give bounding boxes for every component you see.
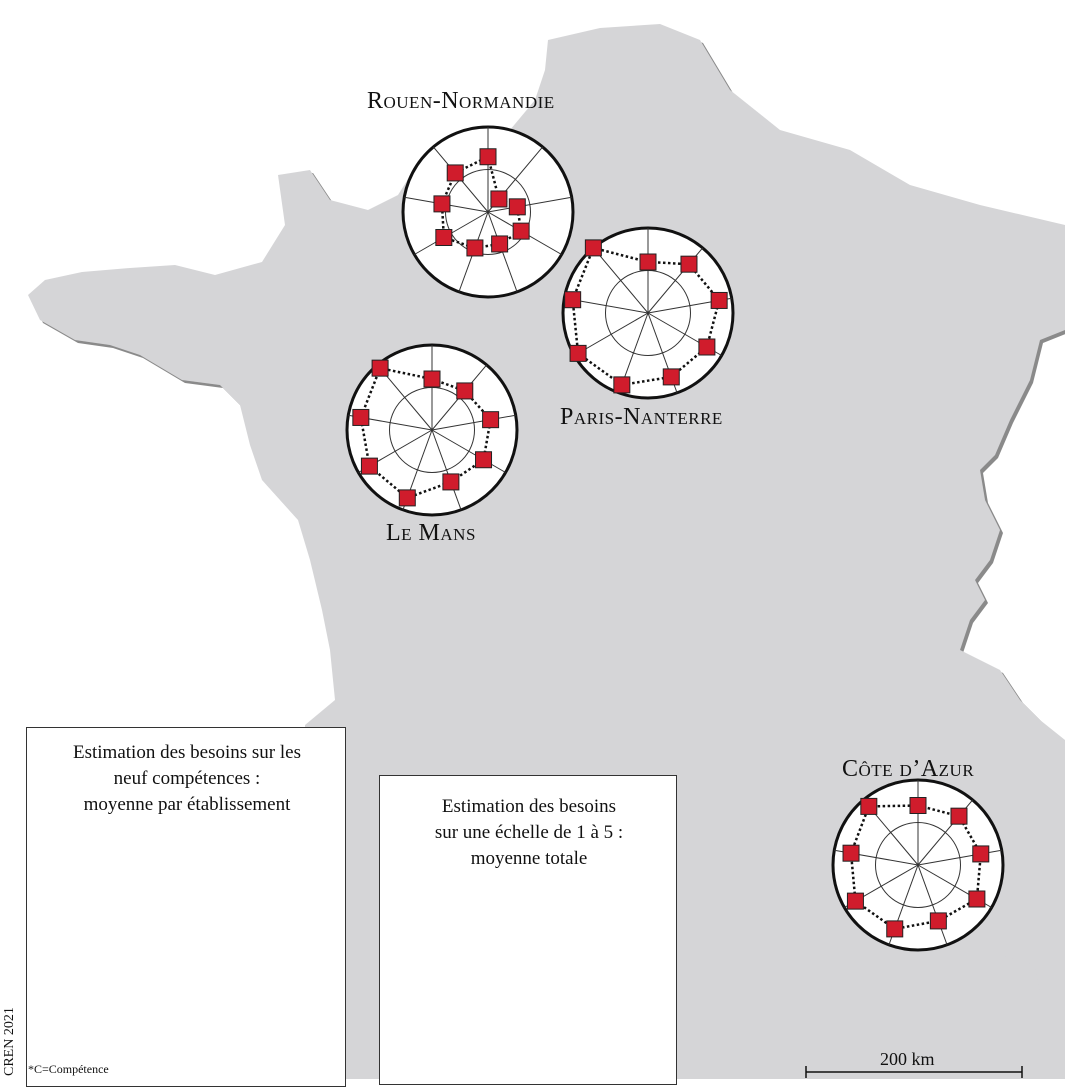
- radar-marker: [433, 195, 451, 213]
- radar-chart: [345, 343, 519, 517]
- legend-panel: Estimation des besoins sur les neuf comp…: [26, 727, 346, 1087]
- radar-marker: [479, 148, 497, 166]
- radar-marker: [442, 473, 460, 491]
- radar-marker: [512, 222, 530, 240]
- radar-marker: [860, 797, 878, 815]
- radar-spoke: [592, 247, 649, 314]
- radar-marker: [710, 291, 728, 309]
- radar-marker: [371, 359, 389, 377]
- credit-text: CREN 2021: [2, 1007, 17, 1076]
- radar-marker: [842, 844, 860, 862]
- scale-bar: [805, 1066, 1023, 1078]
- city-label-paris: Paris-Nanterre: [560, 404, 723, 430]
- radar-marker: [929, 912, 947, 930]
- radar-marker: [968, 890, 986, 908]
- radar-spoke: [487, 196, 572, 213]
- radar-marker: [564, 291, 582, 309]
- radar-outline: [849, 804, 983, 931]
- radar-spoke: [574, 312, 649, 356]
- radar-marker: [508, 198, 526, 216]
- bar-chart-title: Estimation des besoins sur une échelle d…: [434, 796, 624, 869]
- radar-spoke: [431, 429, 462, 511]
- france-landmass: [28, 24, 1065, 1079]
- radar-marker: [698, 338, 716, 356]
- radar-marker: [456, 382, 474, 400]
- radar-marker: [909, 797, 927, 814]
- radar-marker: [482, 411, 500, 429]
- radar-marker: [446, 164, 464, 182]
- city-label-rouen: Rouen-Normandie: [367, 88, 555, 114]
- corsica-landmass: [935, 955, 1040, 995]
- radar-spoke: [917, 864, 948, 946]
- radar-chart: [401, 125, 575, 299]
- radar-spoke: [431, 414, 516, 431]
- radar-marker: [398, 489, 416, 507]
- radar-marker: [435, 229, 453, 246]
- scale-label: 200 km: [880, 1049, 935, 1069]
- radar-marker: [360, 457, 378, 475]
- radar-marker: [846, 892, 864, 910]
- radar-marker: [680, 255, 698, 273]
- radar-marker: [475, 451, 493, 469]
- radar-marker: [466, 239, 484, 257]
- radar-marker: [662, 368, 680, 386]
- radar-marker: [613, 376, 631, 394]
- radar-outline: [440, 154, 523, 250]
- radar-marker: [972, 845, 990, 863]
- radar-marker: [352, 408, 370, 426]
- radar-marker: [886, 920, 904, 938]
- legend-footnote: *C=Compétence: [28, 1062, 109, 1076]
- radar-outline: [359, 366, 492, 500]
- legend-title: Estimation des besoins sur les neuf comp…: [73, 742, 301, 815]
- city-label-cote-dazur: Côte d’Azur: [842, 756, 975, 782]
- radar-marker: [491, 235, 509, 253]
- radar-marker: [490, 190, 508, 208]
- city-label-le-mans: Le Mans: [386, 520, 476, 546]
- radar-marker: [569, 344, 587, 362]
- radar-marker: [639, 253, 657, 271]
- radar-marker: [950, 807, 968, 825]
- radar-marker: [423, 370, 441, 388]
- radar-chart: [831, 778, 1005, 952]
- radar-chart: [561, 226, 735, 400]
- bar-chart-panel: Estimation des besoins sur une échelle d…: [379, 775, 677, 1085]
- radar-spoke: [431, 429, 506, 473]
- radar-marker: [584, 239, 602, 257]
